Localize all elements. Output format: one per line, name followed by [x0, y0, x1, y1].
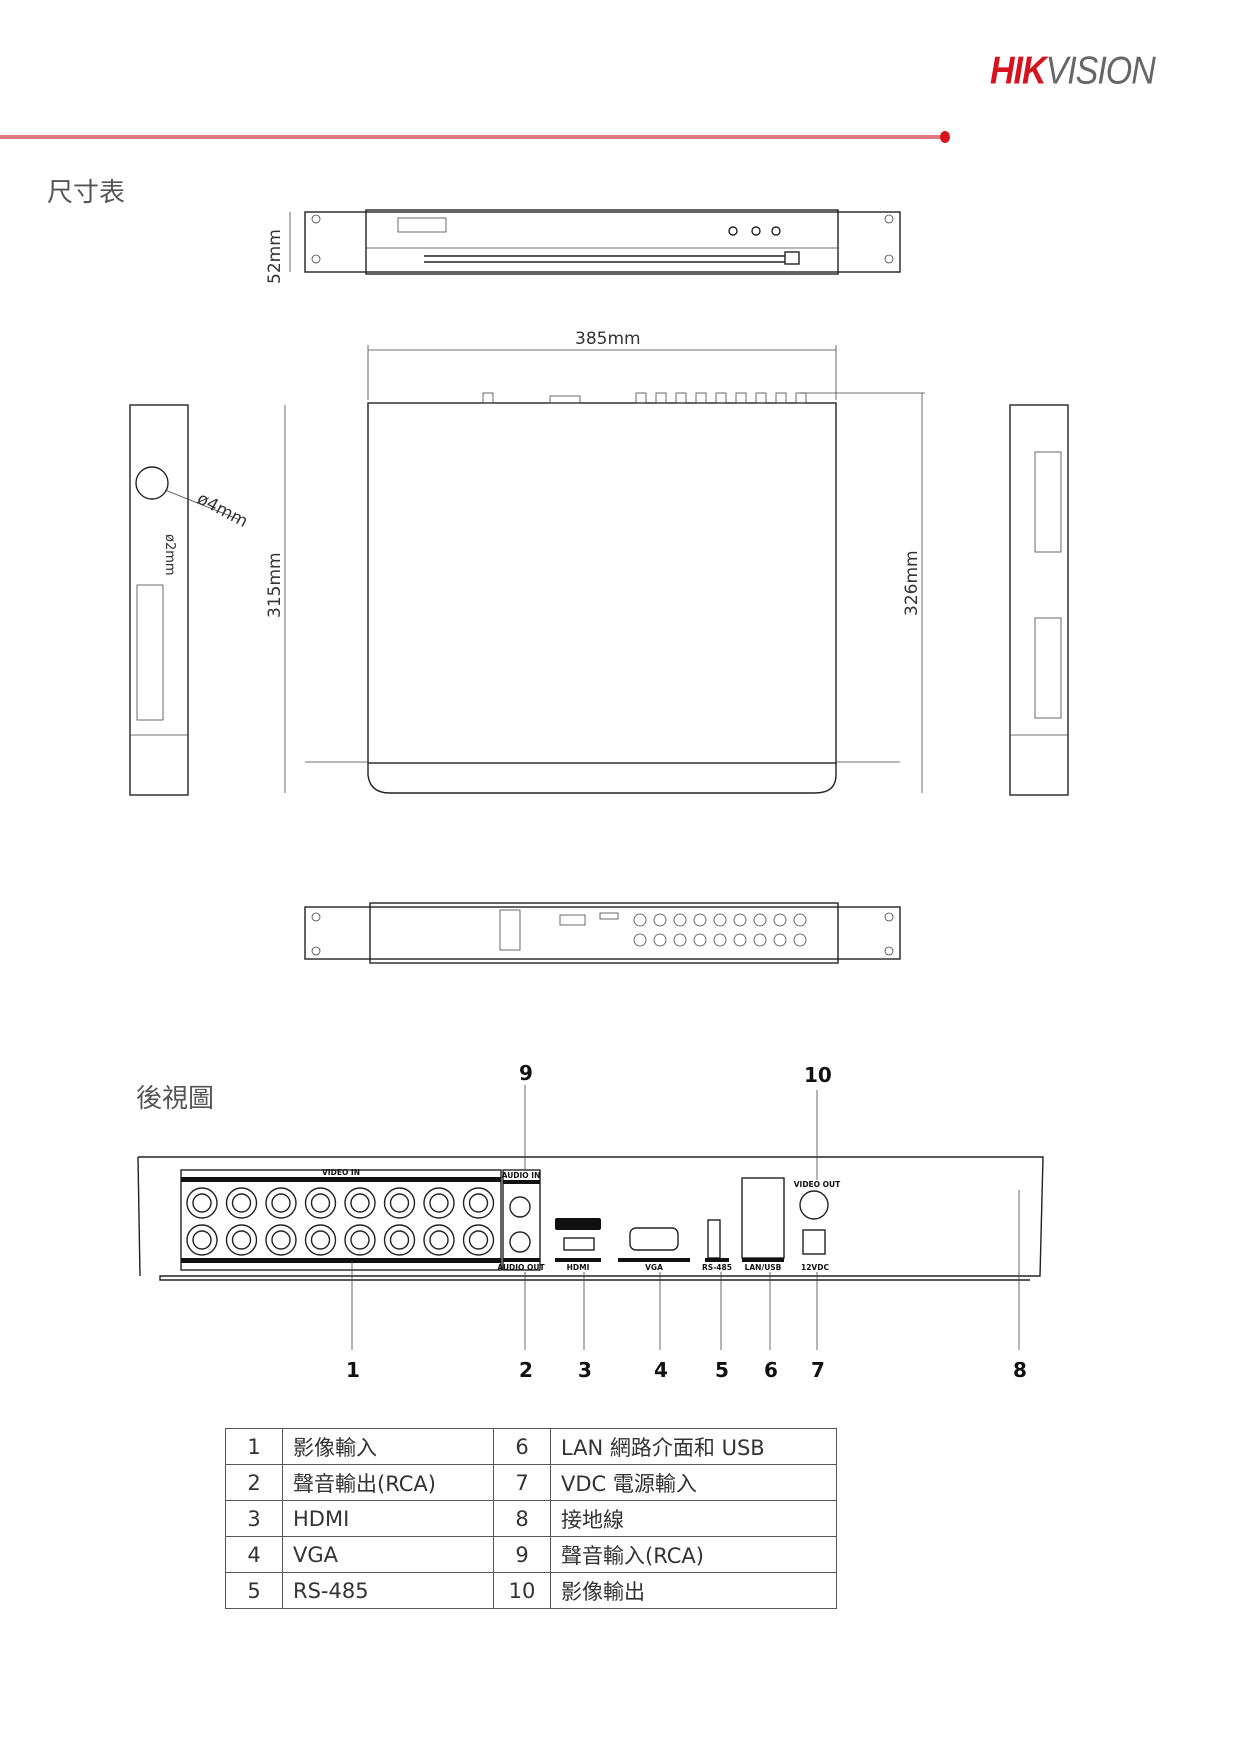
- bnc-connector: [225, 1224, 258, 1256]
- bnc-connector: [462, 1187, 495, 1219]
- callout-lines: [351, 1085, 1020, 1350]
- bnc-connector: [186, 1187, 218, 1219]
- left-side-view-drawing: ø4mm ø2mm: [129, 404, 251, 796]
- bnc-connector: [423, 1224, 455, 1256]
- item-description: RS-485: [282, 1572, 494, 1609]
- callout-8: 8: [1013, 1358, 1027, 1382]
- bnc-connector: [350, 1230, 370, 1250]
- bnc-connector: [231, 1230, 252, 1250]
- bnc-connector: [265, 1187, 297, 1219]
- item-description: HDMI: [282, 1500, 494, 1537]
- video-in-label: VIDEO IN: [322, 1168, 360, 1177]
- video-out-label: VIDEO OUT: [794, 1180, 841, 1189]
- callout-4: 4: [654, 1358, 668, 1382]
- bnc-connector: [192, 1193, 212, 1213]
- item-description: LAN 網路介面和 USB: [550, 1428, 837, 1465]
- bnc-connector: [271, 1230, 291, 1250]
- bnc-connector: [383, 1224, 416, 1256]
- bnc-connector: [310, 1230, 331, 1250]
- item-description: 影像輸入: [282, 1428, 494, 1465]
- callout-2: 2: [519, 1358, 533, 1382]
- item-description: 聲音輸出(RCA): [282, 1464, 494, 1501]
- audio-in-label: AUDIO IN: [502, 1171, 541, 1180]
- audio-out-label: AUDIO OUT: [497, 1263, 545, 1272]
- vga-label: VGA: [645, 1263, 663, 1272]
- rear-view-small-drawing: [304, 902, 901, 964]
- callout-3: 3: [578, 1358, 592, 1382]
- bnc-connector: [389, 1193, 410, 1213]
- depth-total-dimension-label: 326mm: [902, 550, 922, 616]
- bnc-connector: [344, 1187, 376, 1219]
- header-divider: [0, 135, 942, 139]
- bnc-connector: [423, 1187, 455, 1219]
- dimensions-heading: 尺寸表: [47, 178, 126, 208]
- bnc-connector: [265, 1224, 297, 1256]
- rear-panel-port-labels: VIDEO IN AUDIO IN AUDIO OUT HDMI VGA RS-…: [322, 1168, 841, 1272]
- item-number: 10: [493, 1572, 551, 1609]
- item-description: 接地線: [550, 1500, 837, 1537]
- callout-6: 6: [764, 1358, 778, 1382]
- bnc-connector: [304, 1224, 337, 1256]
- bnc-connector: [225, 1187, 258, 1219]
- item-description: VGA: [282, 1536, 494, 1573]
- callout-5: 5: [715, 1358, 729, 1382]
- bnc-connector: [462, 1224, 495, 1256]
- bnc-connector: [310, 1193, 331, 1213]
- hole-outer-label: ø4mm: [194, 489, 251, 532]
- bnc-connector: [192, 1230, 212, 1250]
- hikvision-logo: HIKVISION: [990, 49, 1156, 93]
- item-number: 8: [493, 1500, 551, 1537]
- width-dimension-label: 385mm: [575, 329, 641, 349]
- bnc-connector: [429, 1193, 449, 1213]
- depth-dimension-label: 315mm: [265, 552, 285, 618]
- bnc-connector: [271, 1193, 291, 1213]
- rear-view-heading: 後視圖: [136, 1084, 215, 1114]
- callout-10: 10: [804, 1063, 832, 1087]
- item-number: 1: [225, 1428, 283, 1465]
- rs485-label: RS-485: [702, 1263, 732, 1272]
- bnc-connector: [186, 1224, 218, 1256]
- item-number: 3: [225, 1500, 283, 1537]
- callout-9: 9: [519, 1061, 533, 1085]
- bnc-connector: [304, 1187, 337, 1219]
- item-number: 2: [225, 1464, 283, 1501]
- callout-1: 1: [346, 1358, 360, 1382]
- header-divider-dot: [940, 131, 950, 143]
- bnc-connector: [383, 1187, 416, 1219]
- bnc-connector: [344, 1224, 376, 1256]
- hole-inner-label: ø2mm: [162, 534, 177, 576]
- item-number: 7: [493, 1464, 551, 1501]
- item-number: 9: [493, 1536, 551, 1573]
- callout-numbers: 9 10 1 2 3 4 5 6 7 8: [346, 1061, 1027, 1382]
- lan-usb-label: LAN/USB: [745, 1263, 782, 1272]
- hdmi-label: HDMI: [567, 1263, 590, 1272]
- power-label: 12VDC: [801, 1263, 829, 1272]
- bnc-connector: [468, 1193, 489, 1213]
- item-number: 4: [225, 1536, 283, 1573]
- item-description: 聲音輸入(RCA): [550, 1536, 837, 1573]
- rear-panel-detail-drawing: [137, 1156, 1044, 1281]
- item-description: VDC 電源輸入: [550, 1464, 837, 1501]
- top-view-drawing: 385mm 315mm 326mm: [265, 329, 925, 794]
- right-side-view-drawing: [1009, 404, 1069, 796]
- item-number: 6: [493, 1428, 551, 1465]
- bnc-connector: [468, 1230, 489, 1250]
- bnc-connector: [429, 1230, 449, 1250]
- height-dimension-label: 52mm: [265, 229, 285, 284]
- front-view-drawing: 52mm: [265, 209, 901, 284]
- bnc-connector: [231, 1193, 252, 1213]
- bnc-connector: [350, 1193, 370, 1213]
- callout-7: 7: [811, 1358, 825, 1382]
- item-number: 5: [225, 1572, 283, 1609]
- bnc-connector: [389, 1230, 410, 1250]
- item-description: 影像輸出: [550, 1572, 837, 1609]
